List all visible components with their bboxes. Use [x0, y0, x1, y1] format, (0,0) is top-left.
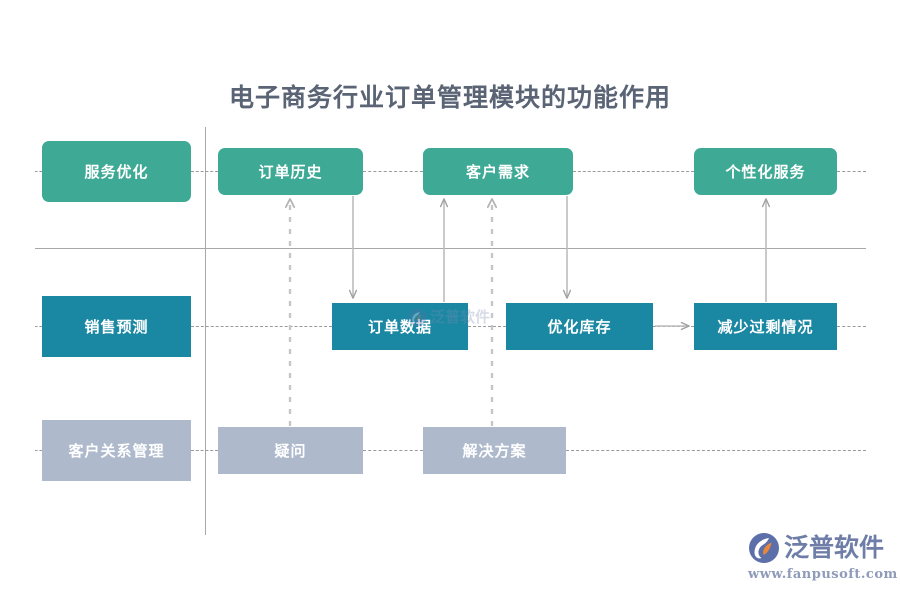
lane-rail-segment [566, 450, 866, 451]
n-crm-label: 客户关系管理 [68, 442, 165, 460]
n-customer-demand[interactable]: 客户需求 [423, 148, 573, 195]
lane-rail-segment [191, 171, 218, 172]
horizontal-axis-line [35, 248, 866, 249]
page-title: 电子商务行业订单管理模块的功能作用 [228, 83, 671, 112]
n-personalized-service[interactable]: 个性化服务 [694, 148, 837, 195]
n-order-data[interactable]: 订单数据 [332, 303, 468, 350]
n-solution-label: 解决方案 [462, 442, 527, 460]
lane-rail-segment [35, 326, 42, 327]
fanpu-logo-icon [749, 533, 779, 563]
n-service-optimization[interactable]: 服务优化 [42, 141, 191, 202]
n-service-optimization-label: 服务优化 [84, 163, 149, 181]
n-sales-forecast[interactable]: 销售预测 [42, 296, 191, 357]
n-question[interactable]: 疑问 [218, 427, 363, 474]
logo-text: 泛普软件 [784, 533, 885, 562]
n-customer-demand-label: 客户需求 [465, 163, 530, 181]
n-reduce-surplus[interactable]: 减少过剩情况 [694, 303, 837, 350]
lane-rail-segment [468, 326, 506, 327]
n-optimize-stock-label: 优化库存 [547, 318, 612, 336]
lane-rail-segment [191, 326, 332, 327]
logo-url: www.fanpusoft.com [748, 567, 898, 582]
lane-rail-segment [573, 171, 694, 172]
fanpu-logo: 泛普软件 www.fanpusoft.com [748, 530, 898, 586]
n-reduce-surplus-label: 减少过剩情况 [717, 318, 814, 336]
n-order-history[interactable]: 订单历史 [218, 148, 363, 195]
lane-rail-segment [35, 171, 42, 172]
n-sales-forecast-label: 销售预测 [84, 318, 149, 336]
lane-rail-segment [653, 326, 694, 327]
n-solution[interactable]: 解决方案 [423, 427, 566, 474]
lane-rail-segment [363, 171, 423, 172]
lane-rail-segment [363, 450, 423, 451]
n-optimize-stock[interactable]: 优化库存 [506, 303, 653, 350]
n-personalized-service-label: 个性化服务 [725, 163, 806, 181]
lane-rail-segment [837, 326, 866, 327]
lane-rail-segment [35, 450, 42, 451]
vertical-axis-line [205, 127, 206, 535]
lane-rail-segment [837, 171, 866, 172]
n-question-label: 疑问 [274, 442, 307, 460]
lane-rail-segment [191, 450, 218, 451]
n-order-data-label: 订单数据 [367, 318, 432, 336]
n-crm[interactable]: 客户关系管理 [42, 420, 191, 481]
n-order-history-label: 订单历史 [258, 163, 323, 181]
